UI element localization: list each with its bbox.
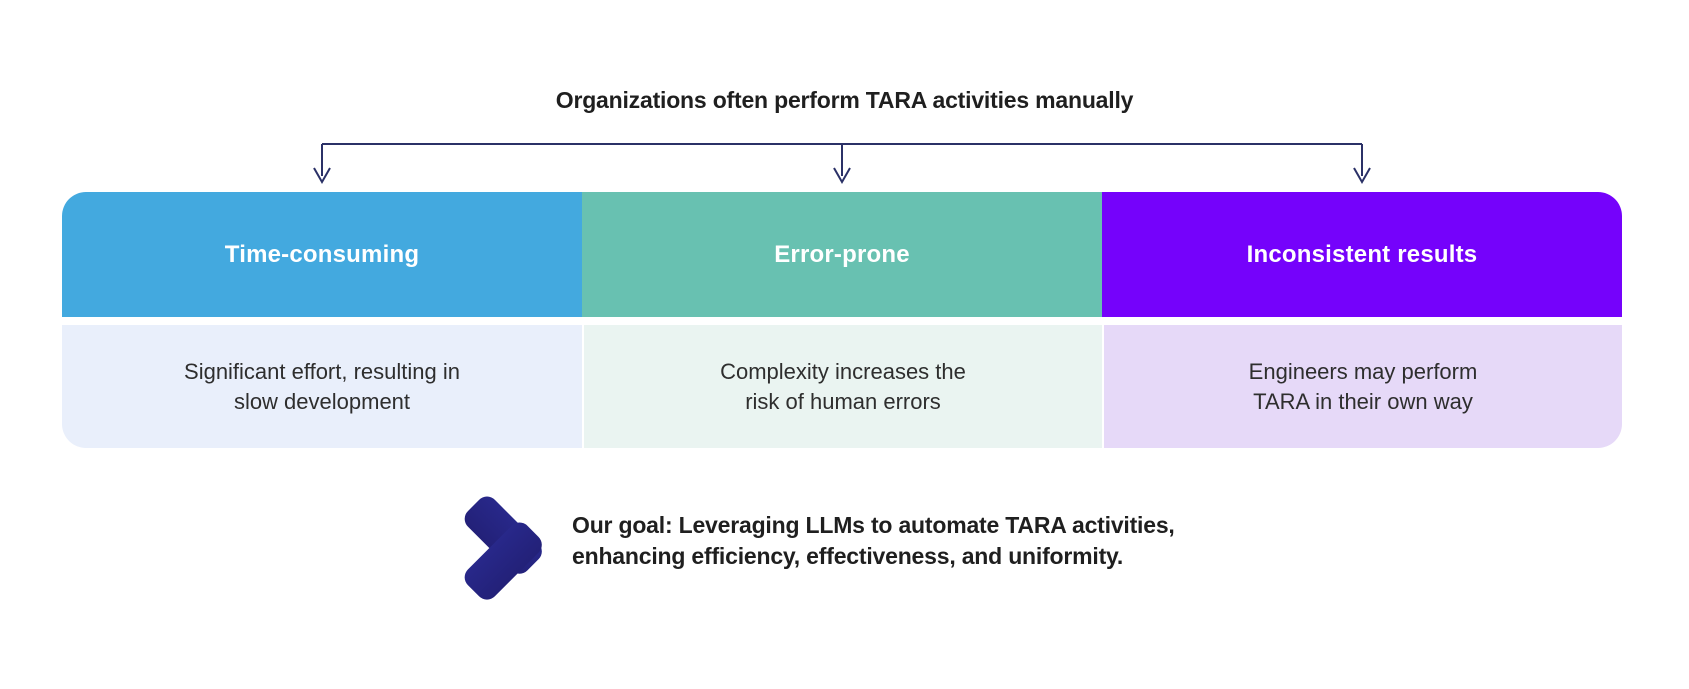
card-header-inconsistent-results: Inconsistent results <box>1102 192 1622 317</box>
issue-card-error-prone: Error-prone Complexity increases the ris… <box>582 192 1102 448</box>
goal-line-1: Our goal: Leveraging LLMs to automate TA… <box>572 512 1175 538</box>
diagram-title: Organizations often perform TARA activit… <box>555 87 1134 113</box>
issue-card-time-consuming: Time-consuming Significant effort, resul… <box>62 192 582 448</box>
card-body-line-2: slow development <box>233 388 411 414</box>
card-body-line-2: risk of human errors <box>745 388 941 414</box>
card-body-line-1: Significant effort, resulting in <box>184 358 460 384</box>
goal-statement: Our goal: Leveraging LLMs to automate TA… <box>572 510 1175 572</box>
card-body-line-1: Complexity increases the <box>720 358 966 384</box>
card-header-time-consuming: Time-consuming <box>62 192 582 317</box>
arrowhead-down-left-icon <box>313 167 331 185</box>
card-body-line-1: Engineers may perform <box>1248 358 1478 384</box>
arrowhead-down-right-icon <box>1353 167 1371 185</box>
issue-cards-row: Time-consuming Significant effort, resul… <box>62 192 1622 448</box>
card-header-error-prone: Error-prone <box>582 192 1102 317</box>
arrowhead-down-middle-icon <box>833 167 851 185</box>
branch-connector-arrows <box>313 143 1371 185</box>
card-body-line-2: TARA in their own way <box>1253 388 1473 414</box>
goal-line-2: enhancing efficiency, effectiveness, and… <box>572 543 1124 569</box>
card-body-error-prone: Complexity increases the risk of human e… <box>582 325 1102 448</box>
card-body-time-consuming: Significant effort, resulting in slow de… <box>62 325 582 448</box>
card-body-inconsistent-results: Engineers may perform TARA in their own … <box>1102 325 1622 448</box>
chevron-right-icon <box>464 496 542 600</box>
issue-card-inconsistent-results: Inconsistent results Engineers may perfo… <box>1102 192 1622 448</box>
